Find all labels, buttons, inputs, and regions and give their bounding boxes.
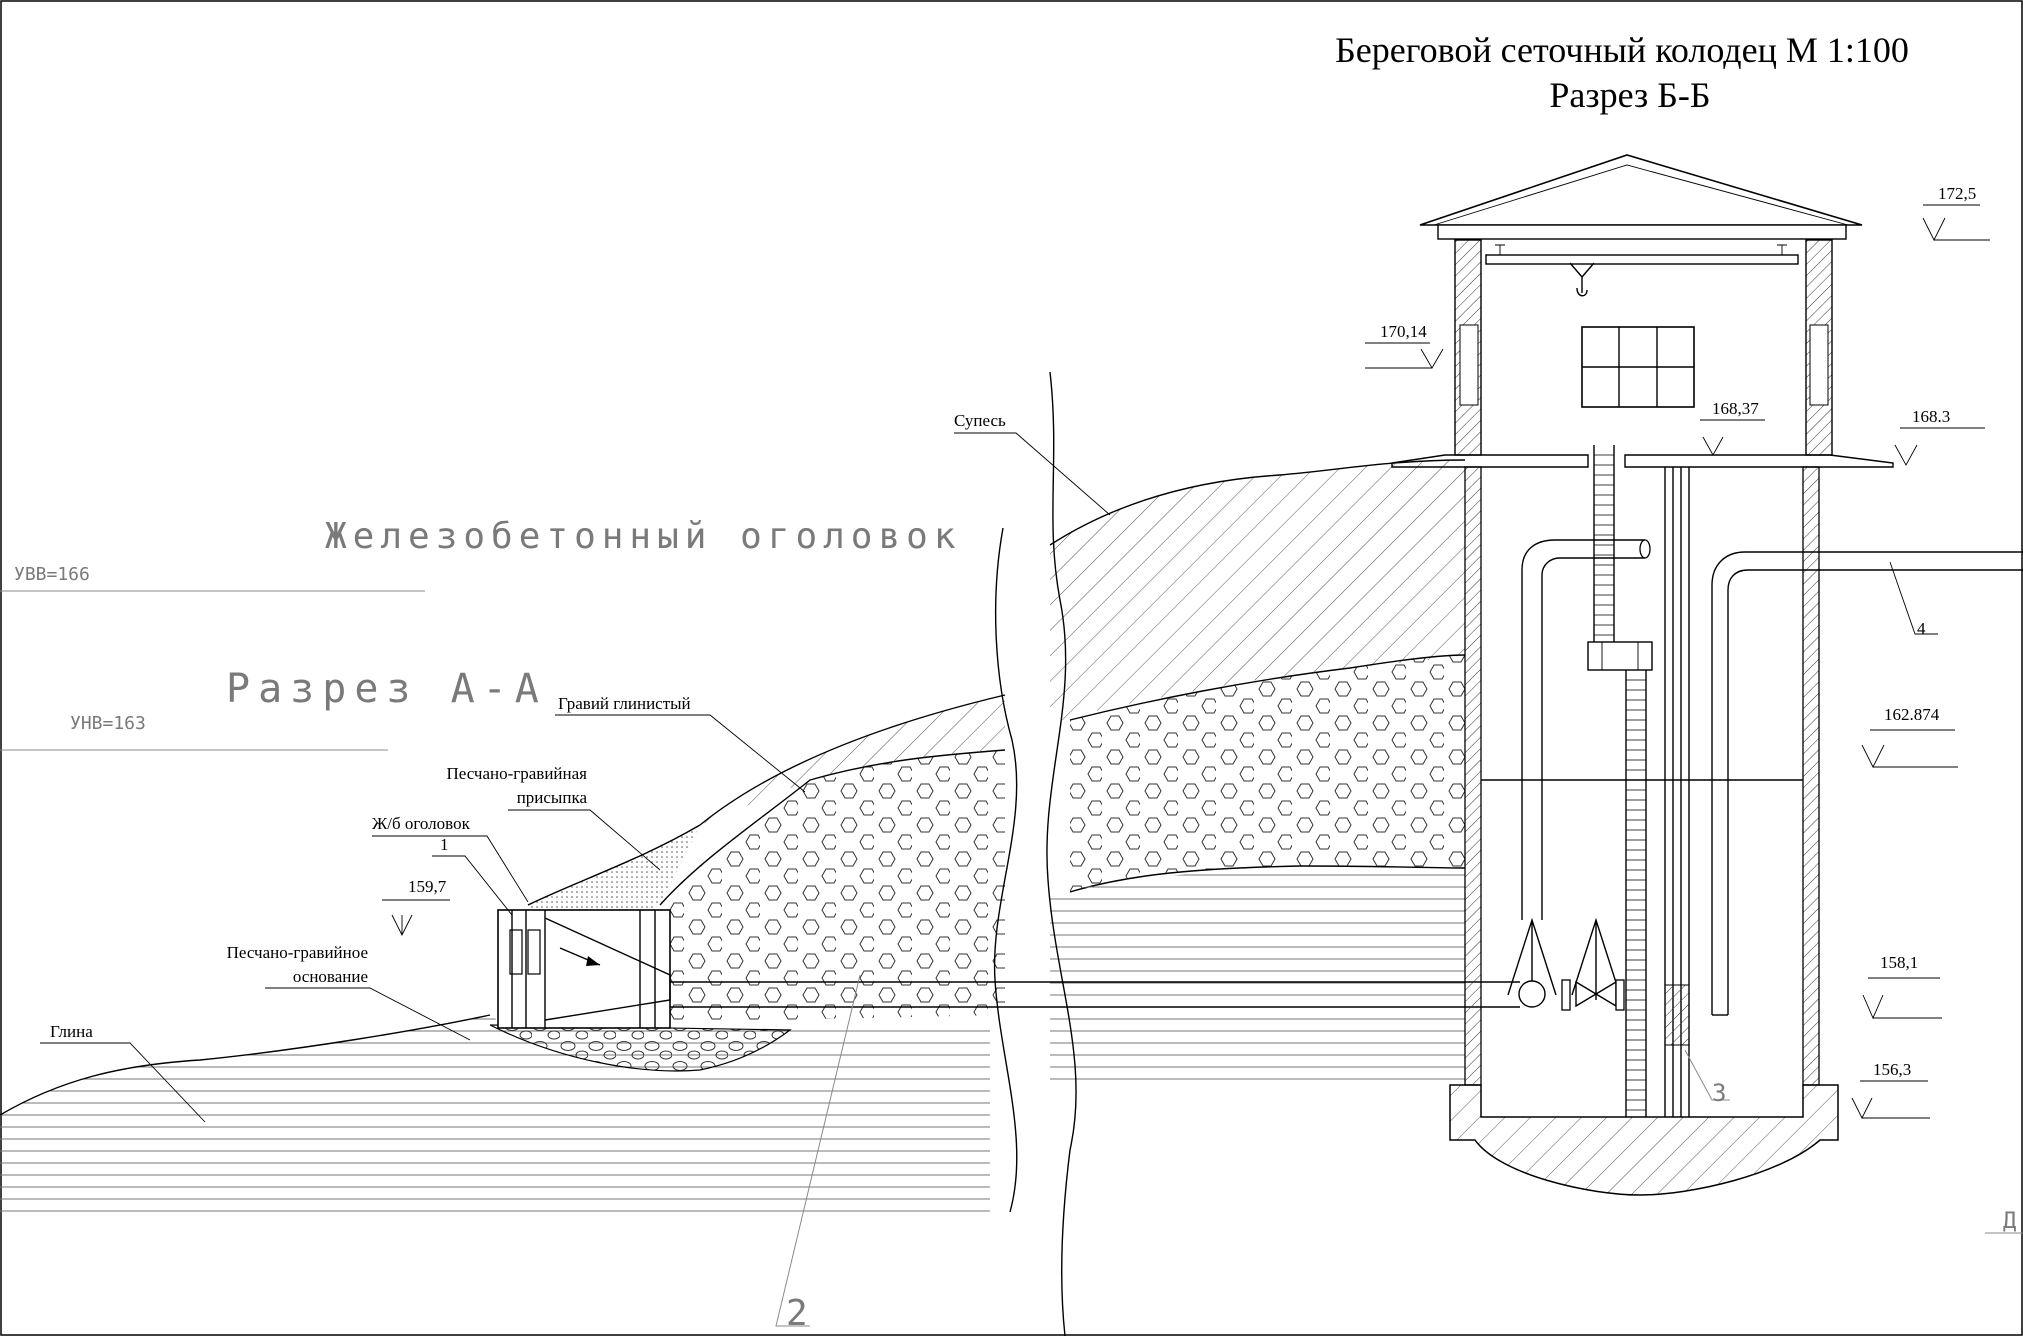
discharge-pipe	[1711, 551, 2023, 1016]
elev-159-7: 159,7	[408, 877, 447, 896]
inner-suction-pipe	[1507, 539, 1651, 1011]
elevation-mark-158-1: 158,1	[1862, 953, 1942, 1020]
floor-slab	[1391, 454, 1589, 468]
ladder	[1587, 445, 1653, 1117]
gravel-bottom-right	[1069, 865, 1466, 893]
break-line-left	[993, 527, 1018, 1213]
base-label-1: Песчано-гравийное	[227, 943, 368, 962]
callout-2-leader	[775, 974, 861, 1327]
rc-head	[497, 909, 671, 1029]
callout-3: 3	[1712, 1079, 1726, 1107]
callout-2: 2	[786, 1293, 808, 1334]
head-label: Железобетонный оголовок	[325, 516, 962, 557]
sand-gravel-fill	[528, 825, 700, 912]
uvv-label: УВВ=166	[14, 564, 90, 585]
clay-layer-right	[1050, 867, 1465, 1085]
roof	[1419, 154, 1863, 226]
gravel-clay-leader	[555, 714, 806, 793]
sand-gravel-fill-label-1: Песчано-гравийная	[446, 764, 587, 783]
elevation-mark-168-3: 168.3	[1894, 407, 1985, 466]
elevation-mark-170-14: 170,14	[1365, 322, 1444, 369]
clay-label: Глина	[50, 1022, 93, 1041]
svg-text:168,37: 168,37	[1712, 399, 1759, 418]
unv-label: УНВ=163	[70, 713, 146, 734]
clay-layer	[0, 1015, 990, 1212]
callout-1: 1	[440, 835, 449, 854]
supes-top-left	[699, 694, 1006, 826]
callout-4-leader	[1889, 561, 1938, 635]
screen-guides	[1664, 467, 1690, 1117]
sand-gravel-fill-edge	[527, 824, 701, 906]
rc-head-leader	[372, 835, 529, 903]
callout-4: 4	[1917, 619, 1926, 638]
sand-gravel-fill-label-2: присыпка	[517, 788, 588, 807]
callout-1-leader	[432, 855, 513, 916]
window	[1581, 326, 1695, 408]
elevation-mark-156-3: 156,3	[1851, 1060, 1930, 1120]
section-aa-label: Разрез А-А	[226, 666, 547, 712]
crane-beam	[1485, 254, 1799, 265]
svg-text:168.3: 168.3	[1912, 407, 1950, 426]
crane-hook-icon	[1569, 262, 1595, 297]
svg-text:172,5: 172,5	[1938, 184, 1976, 203]
supes-label: Супесь	[954, 411, 1006, 430]
callout-3-leader	[1684, 1049, 1730, 1101]
elevation-mark-162-874: 162.874	[1861, 705, 1958, 769]
supes-layer	[1050, 460, 1465, 725]
svg-text:158,1: 158,1	[1880, 953, 1918, 972]
well-structure	[1391, 154, 2023, 1196]
supes-leader	[954, 432, 1111, 516]
rc-head-label: Ж/б оголовок	[372, 814, 471, 833]
gravel-layer-right	[1070, 655, 1465, 892]
corner-fragment-text: Д	[2003, 1209, 2016, 1234]
break-line-right	[1046, 371, 1077, 1336]
base-leader	[265, 987, 471, 1041]
gravel-clay-label: Гравий глинистый	[558, 694, 691, 713]
gravel-layer-left	[660, 750, 1005, 1022]
elevation-mark-172-5: 172,5	[1922, 184, 1990, 242]
supes-layer-left	[700, 695, 1005, 825]
drawing-title: Береговой сеточный колодец М 1:100	[1335, 30, 1909, 70]
sand-gravel-fill-leader	[508, 809, 661, 871]
elevation-mark-168-37: 168,37	[1700, 399, 1765, 456]
svg-text:162.874: 162.874	[1884, 705, 1940, 724]
svg-text:170,14: 170,14	[1380, 322, 1427, 341]
base-label-2: основание	[293, 967, 368, 986]
clay-leader	[40, 1042, 206, 1123]
sand-gravel-base	[489, 1024, 792, 1072]
section-title: Разрез Б-Б	[1549, 75, 1710, 115]
svg-text:156,3: 156,3	[1873, 1060, 1911, 1079]
well-bottom	[1449, 1084, 1839, 1196]
gravel-top-right	[1069, 654, 1466, 721]
clay-surface	[0, 1014, 491, 1116]
